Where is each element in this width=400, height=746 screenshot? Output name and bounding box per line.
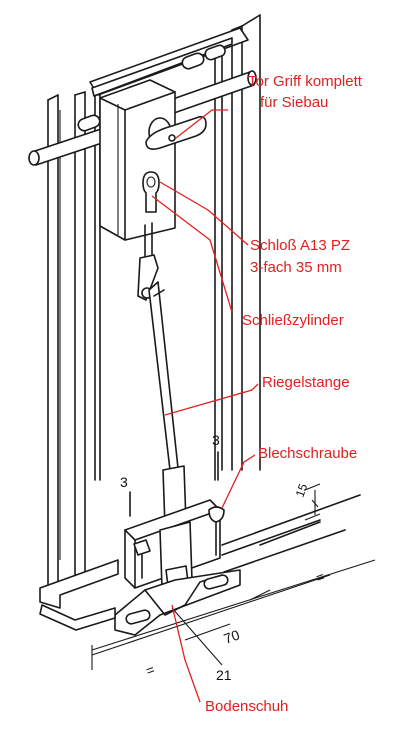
label-tor-griff-line2: für Siebau: [260, 94, 328, 111]
leader-lines: [151, 109, 259, 703]
dimension-70: 70: [222, 626, 242, 646]
sheet-metal-screw-right: [208, 451, 225, 556]
bottom-rail: [39, 494, 361, 631]
key-cylinder: [142, 171, 160, 213]
dimension-screw-right: 3: [212, 432, 220, 448]
lock-box: [99, 79, 176, 241]
handle: [145, 116, 207, 150]
sheet-metal-screw-left: [129, 491, 151, 579]
floor-shoe: [114, 499, 241, 636]
label-bodenschuh: Bodenschuh: [205, 698, 288, 715]
label-schloss-line1: Schloß A13 PZ: [250, 237, 350, 254]
dimension-equal-left: =: [144, 661, 157, 679]
gate-frame: [47, 14, 261, 586]
dimension-21: 21: [216, 667, 232, 683]
label-blechschraube: Blechschraube: [258, 445, 357, 462]
top-rail: [77, 27, 249, 132]
dimension-lines: [91, 483, 376, 670]
label-schloss-line2: 3-fach 35 mm: [250, 259, 342, 276]
label-schliesszylinder: Schließzylinder: [242, 312, 344, 329]
dimension-screw-left: 3: [120, 474, 128, 490]
bolt-bar: [137, 222, 193, 529]
label-tor-griff-line1: Tor Griff komplett: [248, 73, 363, 90]
label-riegelstange: Riegelstange: [262, 374, 350, 391]
dimension-gap: 15: [293, 481, 311, 499]
